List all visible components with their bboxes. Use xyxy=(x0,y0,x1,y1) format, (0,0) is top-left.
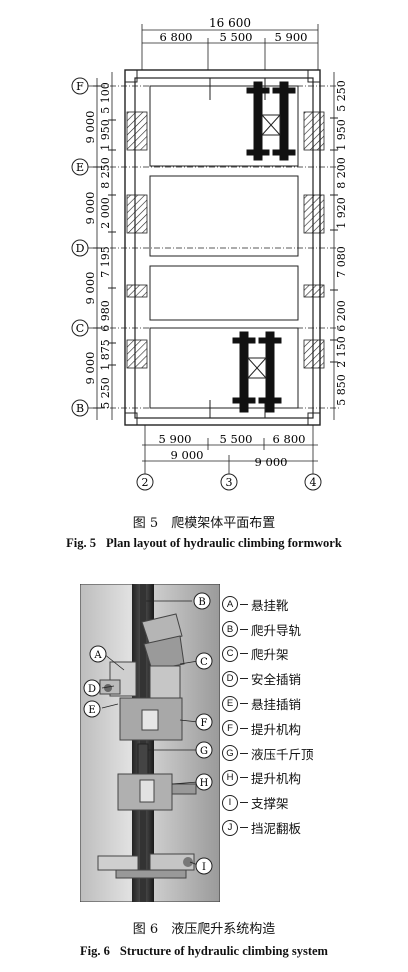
axis-col-2: 2 xyxy=(142,476,149,489)
legend-label: 提升机构 xyxy=(251,771,302,787)
legend-letter: C xyxy=(222,645,238,662)
dim-left-seg-5: 7 195 xyxy=(99,246,112,278)
axis-col-4: 4 xyxy=(310,476,317,489)
axis-row-c: C xyxy=(76,322,84,335)
legend-item-i: I 支撑架 xyxy=(222,790,402,815)
dim-bottom-span-1: 9 000 xyxy=(171,448,204,462)
legend-item-e: E 悬挂插销 xyxy=(222,691,402,716)
axis-row-b: B xyxy=(76,402,84,415)
legend-item-d: D 安全插销 xyxy=(222,666,402,691)
legend-item-g: G 液压千斤顶 xyxy=(222,741,402,766)
figure6-caption-text: Structure of hydraulic climbing system xyxy=(119,944,328,958)
legend-item-f: F 提升机构 xyxy=(222,716,402,741)
legend-item-h: H 提升机构 xyxy=(222,766,402,791)
legend-label: 提升机构 xyxy=(251,721,302,737)
callout-c: C xyxy=(200,657,208,668)
dim-left-span-4: 9 000 xyxy=(83,352,97,385)
callout-f: F xyxy=(201,718,208,729)
dim-right-seg-7: 2 150 xyxy=(335,336,348,368)
callout-g: G xyxy=(200,746,208,757)
climbing-system-photo: B A C D E F G H I xyxy=(80,584,220,902)
dim-right-seg-1: 5 250 xyxy=(335,80,348,112)
legend-letter: H xyxy=(222,769,238,786)
legend-letter: D xyxy=(222,670,238,687)
legend-letter: I xyxy=(222,794,238,811)
legend-letter: G xyxy=(222,745,238,762)
dim-right-seg-5: 7 080 xyxy=(335,246,348,278)
dim-left-seg-2: 1 950 xyxy=(99,119,112,151)
legend-letter: E xyxy=(222,695,238,712)
dim-top-seg-3: 5 900 xyxy=(275,30,308,44)
legend-label: 支撑架 xyxy=(251,796,289,812)
dim-top-seg-2: 5 500 xyxy=(220,30,253,44)
figure6-caption-en: Fig. 6 Structure of hydraulic climbing sy… xyxy=(0,944,408,959)
legend-label: 爬升架 xyxy=(251,647,289,663)
dim-left-seg-7: 1 875 xyxy=(99,339,112,371)
dim-bottom-span-2: 9 000 xyxy=(255,455,288,469)
legend-label: 挡泥翻板 xyxy=(251,821,302,837)
callout-d: D xyxy=(88,684,96,695)
dim-right-seg-3: 8 200 xyxy=(335,157,348,189)
dim-left-span-3: 9 000 xyxy=(83,272,97,305)
callout-e: E xyxy=(88,705,95,716)
dim-left-seg-6: 6 980 xyxy=(99,300,112,332)
figure5-caption-num: Fig. 5 xyxy=(66,536,97,550)
dim-left-span-1: 9 000 xyxy=(83,111,97,144)
dim-left-span-2: 9 000 xyxy=(83,192,97,225)
dim-right-seg-8: 5 850 xyxy=(335,374,348,406)
dim-bottom-seg-1: 5 900 xyxy=(159,432,192,446)
dim-right-seg-4: 1 920 xyxy=(335,197,348,229)
plan-layout-drawing: 16 600 6 800 5 500 5 900 5 900 5 500 6 8… xyxy=(71,16,348,491)
dim-right-seg-6: 6 200 xyxy=(335,300,348,332)
figure5-caption-cn: 图 5 爬模架体平面布置 xyxy=(132,516,276,531)
legend-letter: F xyxy=(222,720,238,737)
callout-a: A xyxy=(93,650,102,661)
dim-left-seg-1: 5 100 xyxy=(99,82,112,114)
legend-letter: J xyxy=(222,819,238,836)
legend-item-j: J 挡泥翻板 xyxy=(222,815,402,840)
dim-right-seg-2: 1 950 xyxy=(335,119,348,151)
dim-bottom-seg-2: 5 500 xyxy=(220,432,253,446)
legend-label: 液压千斤顶 xyxy=(251,746,314,762)
legend-label: 安全插销 xyxy=(251,672,302,688)
dim-top-seg-1: 6 800 xyxy=(160,30,193,44)
dim-top-overall: 16 600 xyxy=(209,16,251,30)
callout-i: I xyxy=(202,862,206,873)
dim-left-seg-3: 8 250 xyxy=(99,157,112,189)
dim-left-seg-4: 2 000 xyxy=(99,197,112,229)
legend-item-b: B 爬升导轨 xyxy=(222,617,402,642)
dim-bottom-seg-3: 6 800 xyxy=(273,432,306,446)
legend-letter: A xyxy=(222,596,238,613)
axis-row-f: F xyxy=(76,80,84,93)
callout-h: H xyxy=(200,778,209,789)
axis-col-3: 3 xyxy=(226,476,233,489)
figure5-caption-text: Plan layout of hydraulic climbing formwo… xyxy=(106,536,342,550)
component-legend: A 悬挂靴 B 爬升导轨 C 爬升架 D 安全插销 E 悬挂插销 F 提升机构 G 液压千斤顶… xyxy=(222,592,402,840)
legend-label: 爬升导轨 xyxy=(251,622,302,638)
figure5-caption-en: Fig. 5 Plan layout of hydraulic climbing … xyxy=(0,536,408,551)
legend-item-c: C 爬升架 xyxy=(222,642,402,667)
legend-label: 悬挂靴 xyxy=(251,597,289,613)
callout-b: B xyxy=(198,597,205,608)
legend-letter: B xyxy=(222,621,238,638)
axis-row-e: E xyxy=(76,161,84,174)
figure6-caption-num: Fig. 6 xyxy=(80,944,110,958)
figure6-caption-cn: 图 6 液压爬升系统构造 xyxy=(132,922,276,937)
axis-row-d: D xyxy=(76,242,85,255)
dim-left-seg-8: 5 250 xyxy=(99,377,112,409)
legend-item-a: A 悬挂靴 xyxy=(222,592,402,617)
legend-label: 悬挂插销 xyxy=(251,697,302,713)
